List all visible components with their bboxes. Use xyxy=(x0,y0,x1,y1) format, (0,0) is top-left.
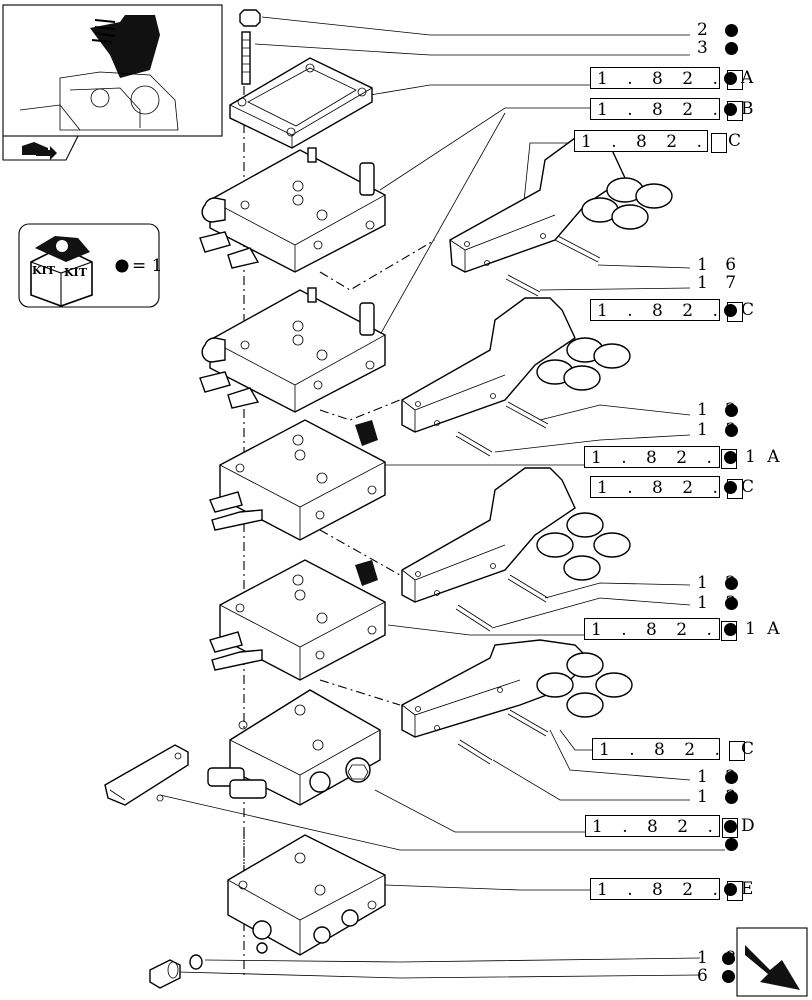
callout-dot-13c xyxy=(725,791,738,804)
cover-plate-part[interactable] xyxy=(229,57,373,149)
stud-part[interactable] xyxy=(241,31,251,85)
valve-section-1[interactable] xyxy=(199,147,386,273)
reference-suffix-3: C xyxy=(728,131,745,151)
elbow-manifold-1[interactable] xyxy=(449,137,673,297)
reference-link-2[interactable]: 1 . 8 2 . xyxy=(590,98,743,121)
callout-dot-3 xyxy=(725,42,738,55)
callout-dot-13a xyxy=(725,424,738,437)
callout-dot-6 xyxy=(722,970,735,983)
reference-suffix-6: C xyxy=(741,477,758,497)
reference-link-5[interactable]: 1 . 8 2 . xyxy=(584,446,737,469)
reference-dot-4 xyxy=(724,304,737,317)
valve-section-3[interactable] xyxy=(209,419,386,541)
reference-suffix-1: A xyxy=(741,68,757,88)
callout-17: 1 7 xyxy=(697,273,743,293)
leader-lines xyxy=(159,16,725,979)
kit-word-left: KIT xyxy=(32,264,55,277)
reference-dot-5 xyxy=(724,451,737,464)
reference-dot-1 xyxy=(724,72,737,85)
reference-suffix-4: C xyxy=(741,300,758,320)
reference-suffix-9: D xyxy=(741,816,758,836)
reference-link-10[interactable]: 1 . 8 2 . xyxy=(590,878,743,901)
callout-dot-12a xyxy=(725,404,738,417)
reference-code: 1 . 8 2 . xyxy=(599,740,727,760)
kit-box-icon xyxy=(30,236,93,307)
reference-code: 1 . 8 2 . xyxy=(597,880,725,900)
valve-section-6[interactable] xyxy=(227,834,386,956)
kit-word-right: KIT xyxy=(64,266,87,279)
reference-suffix-2: B xyxy=(741,99,757,119)
elbow-manifold-4[interactable] xyxy=(401,639,633,765)
reference-code: 1 . 8 2 . xyxy=(591,620,719,640)
thumbnail-inset[interactable] xyxy=(2,4,223,161)
elbow-manifold-2[interactable] xyxy=(401,297,631,457)
valve-section-4[interactable] xyxy=(209,559,386,681)
kit-legend-dot xyxy=(115,259,129,273)
o-ring-part[interactable] xyxy=(189,954,203,970)
reference-suffix-8: C xyxy=(741,739,758,759)
reference-code: 1 . 8 2 . xyxy=(592,817,720,837)
reference-link-9[interactable]: 1 . 8 2 . xyxy=(585,815,738,838)
callout-dot-12c xyxy=(725,771,738,784)
callout-dot-12b xyxy=(725,577,738,590)
callout-dot-2 xyxy=(725,24,738,37)
reference-dot-7 xyxy=(724,623,737,636)
callout-18: 1 8 xyxy=(697,948,743,968)
callout-dot-13b xyxy=(725,597,738,610)
reference-code: 1 . 8 2 . xyxy=(597,478,725,498)
reference-code: 1 . 8 2 . xyxy=(591,448,719,468)
callout-dot-18 xyxy=(722,952,735,965)
reference-suffix-5: 1 A xyxy=(745,447,783,467)
reference-dot-2 xyxy=(724,103,737,116)
cap-nut-part[interactable] xyxy=(239,9,261,27)
reference-link-8[interactable]: 1 . 8 2 . xyxy=(592,738,745,761)
reference-code: 1 . 8 2 . xyxy=(597,301,725,321)
valve-section-5[interactable] xyxy=(207,689,381,806)
kit-legend-equals: = 1 xyxy=(132,256,163,276)
valve-section-2[interactable] xyxy=(199,287,386,413)
reference-dot-10 xyxy=(724,883,737,896)
kit-legend xyxy=(18,223,160,308)
callout-2: 2 xyxy=(697,20,714,40)
reference-link-7[interactable]: 1 . 8 2 . xyxy=(584,618,737,641)
reference-code: 1 . 8 2 . xyxy=(581,132,709,152)
reference-link-6[interactable]: 1 . 8 2 . xyxy=(590,476,743,499)
reference-suffix-10: E xyxy=(741,879,757,899)
bracket-plate-part[interactable] xyxy=(104,744,189,806)
reference-dot-6 xyxy=(724,481,737,494)
plug-part[interactable] xyxy=(149,959,181,989)
callout-6: 6 xyxy=(697,966,714,986)
reference-link-3[interactable]: 1 . 8 2 . xyxy=(574,130,727,153)
reference-suffix-7: 1 A xyxy=(745,619,783,639)
tractor-hydraulic-thumbnail-icon xyxy=(19,15,179,131)
reference-link-1[interactable]: 1 . 8 2 . xyxy=(590,67,743,90)
reference-dot-9 xyxy=(724,820,737,833)
reference-code: 1 . 8 2 . xyxy=(597,69,725,89)
callout-3: 3 xyxy=(697,38,714,58)
reference-code: 1 . 8 2 . xyxy=(597,100,725,120)
car-arrow-icon[interactable] xyxy=(22,142,57,160)
callout-dot-extra xyxy=(725,838,738,851)
callout-16: 1 6 xyxy=(697,255,743,275)
elbow-manifold-3[interactable] xyxy=(401,467,631,632)
back-arrow-icon[interactable] xyxy=(736,927,808,997)
reference-link-4[interactable]: 1 . 8 2 . xyxy=(590,299,743,322)
